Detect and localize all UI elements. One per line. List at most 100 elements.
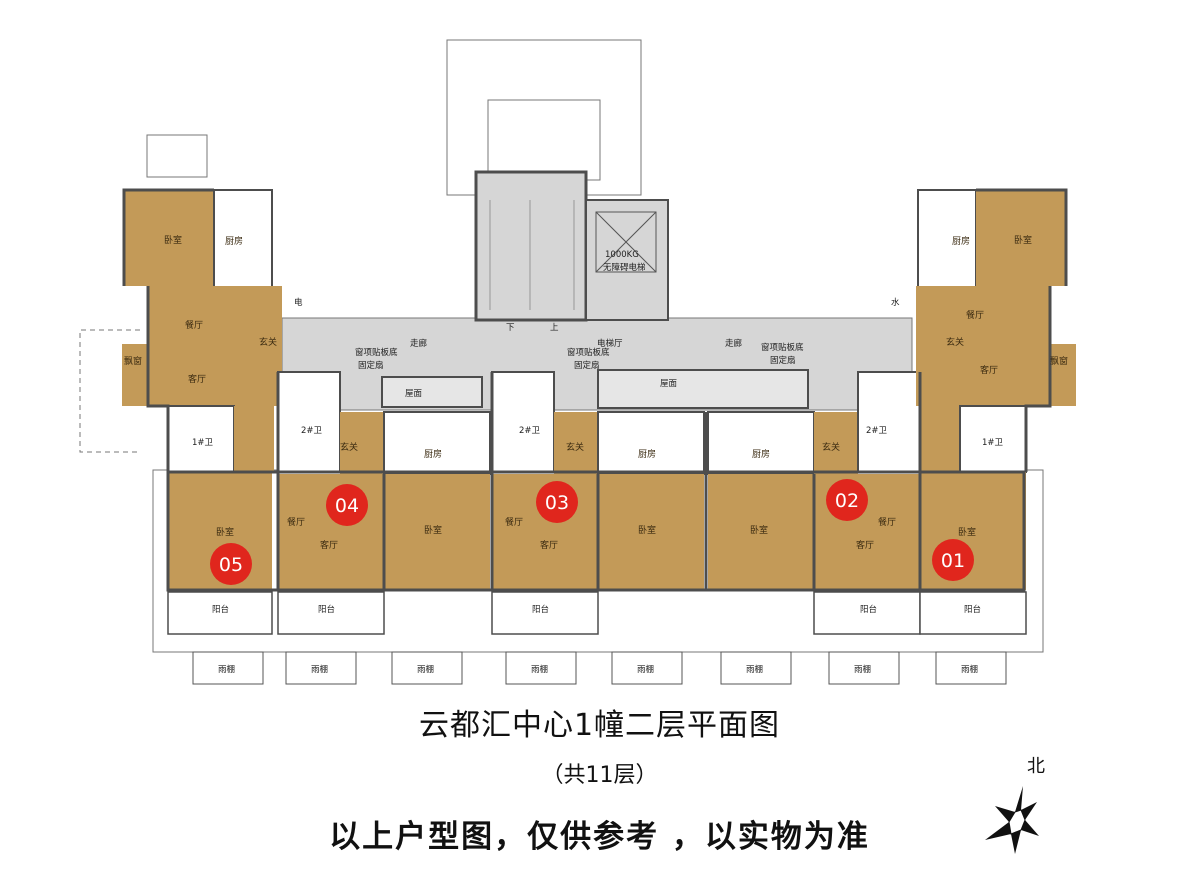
label-balcony-05: 阳台 — [212, 604, 229, 615]
floor-plan: 卧室 厨房 餐厅 玄关 客厅 飘窗 1#卫 卧室 2#卫 玄关 厨房 餐厅 客厅… — [79, 39, 1076, 685]
label-water: 水 — [891, 297, 900, 308]
label-fixed-window2-r: 固定扇 — [770, 355, 796, 366]
bay-left — [122, 344, 150, 406]
label-bedroom-rt: 卧室 — [1014, 234, 1032, 246]
living-right — [916, 286, 1050, 406]
elevator-core — [585, 199, 669, 321]
label-roof-l: 屋面 — [405, 389, 423, 399]
label-fixed-window-l: 窗项贴板底 — [355, 347, 398, 358]
label-bedroom-04: 卧室 — [424, 524, 442, 536]
label-elevator-type: 无障碍电梯 — [603, 262, 646, 273]
label-fixed-window2-c: 固定扇 — [574, 360, 600, 371]
walls — [122, 188, 1068, 592]
roof-strip-left — [381, 376, 483, 408]
label-fixed-window-c: 窗项贴板底 — [567, 347, 610, 358]
roof-strip-right — [597, 369, 809, 409]
label-bath2-02: 2#卫 — [866, 426, 888, 436]
label-living-l: 客厅 — [188, 373, 206, 385]
label-kitchen-lt: 厨房 — [225, 235, 243, 247]
bedroom-left-top — [124, 190, 214, 286]
plan-subtitle: （共11层） — [541, 763, 658, 788]
label-canopy-7: 雨棚 — [854, 664, 871, 675]
label-kitchen-rt: 厨房 — [952, 235, 970, 247]
bedroom-03 — [598, 474, 704, 590]
label-bay-l: 飘窗 — [124, 355, 142, 367]
label-fixed-window2-l: 固定扇 — [358, 360, 384, 371]
label-entry-03: 玄关 — [566, 441, 584, 453]
label-bay-r: 飘窗 — [1050, 355, 1068, 367]
label-kitchen-04: 厨房 — [424, 448, 442, 460]
entry-01 — [920, 406, 960, 472]
label-balcony-03: 阳台 — [532, 604, 549, 615]
bay-right — [1048, 344, 1076, 406]
unit-badge-02: 02 — [826, 479, 868, 521]
label-up: 上 — [550, 323, 559, 333]
label-bath2-03: 2#卫 — [519, 426, 541, 436]
label-kitchen-03: 厨房 — [638, 448, 656, 460]
label-fixed-window-r: 窗项贴板底 — [761, 342, 804, 353]
kitchen-left-top — [213, 189, 273, 291]
stair-core — [474, 170, 588, 322]
label-bath1-l: 1#卫 — [192, 438, 214, 448]
unit05-entry — [234, 406, 274, 472]
label-canopy-8: 雨棚 — [961, 664, 978, 675]
label-canopy-1: 雨棚 — [218, 664, 235, 675]
label-balcony-01: 阳台 — [964, 604, 981, 615]
unit-number-03: 03 — [545, 492, 569, 514]
stair-steps — [489, 200, 575, 310]
unit-number-01: 01 — [941, 550, 965, 572]
label-canopy-5: 雨棚 — [637, 664, 654, 675]
label-living-03: 客厅 — [540, 539, 558, 551]
bath2-04 — [277, 371, 341, 473]
label-living-02: 客厅 — [856, 539, 874, 551]
kitchen-02 — [707, 411, 815, 475]
label-electric: 电 — [294, 297, 303, 308]
label-bedroom-05: 卧室 — [216, 526, 234, 538]
label-balcony-02: 阳台 — [860, 604, 877, 615]
unit-badge-04: 04 — [326, 484, 368, 526]
label-bedroom-01: 卧室 — [958, 526, 976, 538]
label-canopy-6: 雨棚 — [746, 664, 763, 675]
label-corridor-l: 走廊 — [410, 338, 428, 349]
label-living-r: 客厅 — [980, 364, 998, 376]
label-entry-04: 玄关 — [340, 441, 358, 453]
label-entry-r: 玄关 — [946, 336, 964, 348]
label-bedroom-02: 卧室 — [750, 524, 768, 536]
bath2-03 — [491, 371, 555, 473]
north-arrow-icon: 北 — [985, 756, 1045, 854]
label-dining-04: 餐厅 — [287, 516, 305, 528]
unit-badge-05: 05 — [210, 543, 252, 585]
label-down: 下 — [506, 323, 515, 333]
label-elevator-load: 1000KG — [605, 250, 639, 260]
label-canopy-3: 雨棚 — [417, 664, 434, 675]
unit-badge-03: 03 — [536, 481, 578, 523]
north-label: 北 — [1027, 756, 1045, 777]
label-entry-02: 玄关 — [822, 441, 840, 453]
label-bath2-04: 2#卫 — [301, 426, 323, 436]
label-canopy-2: 雨棚 — [311, 664, 328, 675]
label-bedroom-03: 卧室 — [638, 524, 656, 536]
unit-number-02: 02 — [835, 490, 859, 512]
bedroom-04 — [384, 474, 490, 590]
label-bath1-r: 1#卫 — [982, 438, 1004, 448]
living-left — [148, 286, 282, 406]
elevator-box — [595, 211, 657, 273]
label-kitchen-02: 厨房 — [752, 448, 770, 460]
label-dining-03: 餐厅 — [505, 516, 523, 528]
bedroom-02 — [708, 474, 814, 590]
entry-03 — [554, 412, 598, 474]
disclaimer-text: 以上户型图，仅供参考 ，以实物为准 — [329, 819, 870, 855]
label-dining-l: 餐厅 — [185, 319, 203, 331]
label-living-04: 客厅 — [320, 539, 338, 551]
label-entry-l: 玄关 — [259, 336, 277, 348]
unit-number-05: 05 — [219, 554, 243, 576]
label-dining-02: 餐厅 — [878, 516, 896, 528]
label-bedroom-lt: 卧室 — [164, 234, 182, 246]
canopies — [192, 651, 1007, 685]
entry-02 — [814, 412, 858, 474]
bath2-02 — [857, 371, 921, 473]
kitchen-03 — [597, 411, 705, 475]
label-canopy-4: 雨棚 — [531, 664, 548, 675]
balconies — [167, 591, 1027, 635]
label-balcony-04: 阳台 — [318, 604, 335, 615]
